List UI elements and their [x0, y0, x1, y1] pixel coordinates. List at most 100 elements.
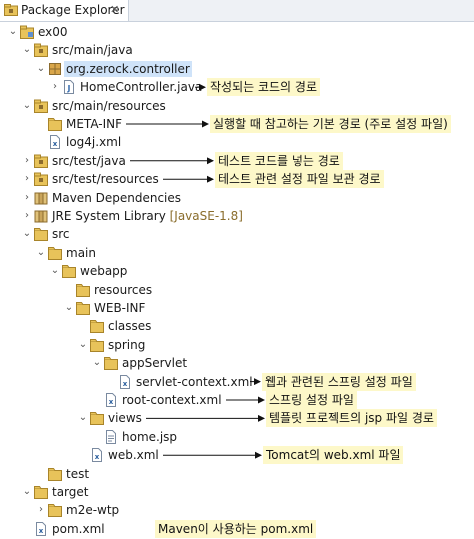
xml-file-icon: x	[118, 374, 132, 389]
folder-icon	[34, 485, 48, 499]
tree-item-label: appServlet	[122, 356, 188, 371]
tree-item-label: webapp	[80, 264, 128, 279]
tree-item-label: ex00	[38, 25, 68, 39]
chevron-right-icon[interactable]: ›	[25, 191, 29, 203]
tree-item-label: root-context.xml	[122, 393, 222, 407]
svg-text:x: x	[39, 527, 44, 535]
tab-title: Package Explorer	[21, 3, 125, 17]
source-folder-icon	[34, 154, 48, 168]
chevron-down-icon[interactable]: ⌄	[36, 62, 46, 74]
chevron-down-icon[interactable]: ⌄	[22, 44, 32, 56]
tree-item[interactable]: ⌄src/main/java	[0, 41, 474, 59]
tree-item[interactable]: ⌄ main	[0, 244, 474, 262]
tab-package-explorer[interactable]: Package Explorer ✕	[0, 0, 129, 21]
tree-item-label: classes	[108, 319, 152, 334]
chevron-down-icon[interactable]: ⌄	[64, 302, 74, 313]
tree-item[interactable]: ⌄ appServlet	[0, 354, 474, 372]
tree-item-label: test	[66, 466, 90, 481]
folder-icon	[90, 411, 104, 426]
chevron-down-icon[interactable]: ⌄	[78, 338, 88, 350]
chevron-down-icon[interactable]: ⌄	[8, 26, 18, 37]
tree-item[interactable]: ⌄org.zerock.controller	[0, 60, 474, 78]
tree-item[interactable]: test	[0, 465, 474, 483]
chevron-down-icon[interactable]: ⌄	[92, 357, 102, 369]
annotation-note: Tomcat의 web.xml 파일	[263, 446, 404, 465]
tree-item[interactable]: META-INF	[0, 115, 474, 133]
svg-text:x: x	[95, 453, 100, 461]
tree-item-label: main	[66, 245, 96, 260]
svg-text:J: J	[67, 84, 71, 93]
tree-item[interactable]: classes	[0, 317, 474, 335]
tree-item[interactable]: x servlet-context.xml	[0, 373, 474, 391]
chevron-right-icon[interactable]: ›	[25, 173, 29, 185]
annotation-note: 테스트 관련 설정 파일 보관 경로	[215, 170, 384, 189]
tree-item-label: m2e-wtp	[66, 503, 120, 518]
svg-text:x: x	[123, 380, 128, 388]
chevron-down-icon[interactable]: ⌄	[36, 246, 46, 258]
annotation-note: 테스트 코드를 넣는 경로	[215, 151, 343, 170]
svg-text:x: x	[109, 398, 114, 406]
tree-item[interactable]: ⌄target	[0, 483, 474, 501]
jsp-file-icon	[104, 429, 118, 444]
tree-item-label: views	[108, 411, 142, 426]
folder-icon	[48, 117, 62, 131]
xml-file-icon: x	[104, 393, 118, 407]
tree-item-label: home.jsp	[122, 429, 178, 444]
chevron-down-icon[interactable]: ⌄	[22, 99, 32, 111]
folder-icon	[76, 301, 90, 315]
folder-icon	[48, 467, 62, 481]
tree-item[interactable]: resources	[0, 281, 474, 299]
tree-item[interactable]: ⌄ src/main/resources	[0, 97, 474, 115]
tree-item[interactable]: › m2e-wtp	[0, 501, 474, 519]
tree-item[interactable]: ⌄ views	[0, 409, 474, 427]
chevron-right-icon[interactable]: ›	[25, 210, 29, 221]
tree-item[interactable]: ›Maven Dependencies	[0, 189, 474, 207]
library-icon	[34, 191, 48, 205]
tree-item[interactable]: ⌄src	[0, 225, 474, 243]
folder-icon	[48, 503, 62, 518]
chevron-down-icon[interactable]: ⌄	[78, 412, 88, 424]
annotation-note: Maven이 사용하는 pom.xml	[155, 519, 317, 538]
tree-item[interactable]: ⌄ webapp	[0, 262, 474, 280]
tree-item[interactable]: ⌄ spring	[0, 336, 474, 354]
folder-icon	[62, 264, 76, 279]
source-folder-icon	[34, 172, 48, 187]
tree-item-label: servlet-context.xml	[136, 374, 253, 389]
tree-item[interactable]: ⌄ ex00	[0, 23, 474, 41]
chevron-down-icon[interactable]: ⌄	[22, 486, 32, 497]
tree-item[interactable]: ›src/test/resources	[0, 170, 474, 188]
project-icon	[20, 25, 34, 39]
annotation-note: 작성되는 코드의 경로	[207, 78, 320, 97]
tree-item[interactable]: home.jsp	[0, 428, 474, 446]
package-explorer-icon	[4, 4, 18, 16]
folder-icon	[76, 283, 90, 297]
tree-item-label: src/main/resources	[52, 98, 166, 113]
package-icon	[48, 62, 62, 76]
tree-item[interactable]: ⌄WEB-INF	[0, 299, 474, 317]
chevron-right-icon[interactable]: ›	[39, 504, 43, 516]
chevron-down-icon[interactable]: ⌄	[22, 228, 32, 240]
chevron-right-icon[interactable]: ›	[25, 154, 29, 166]
folder-icon	[90, 319, 104, 334]
tree-item-decoration: [JavaSE-1.8]	[165, 209, 243, 223]
source-folder-icon	[34, 43, 48, 58]
tree-item-label: spring	[108, 337, 146, 352]
tree-item[interactable]: › JRE System Library [JavaSE-1.8]	[0, 207, 474, 225]
chevron-down-icon[interactable]: ⌄	[50, 265, 60, 277]
folder-icon	[48, 246, 62, 260]
tree-item[interactable]: x root-context.xml	[0, 391, 474, 409]
svg-text:x: x	[53, 140, 58, 148]
folder-icon	[104, 356, 118, 371]
chevron-right-icon[interactable]: ›	[53, 81, 57, 93]
folder-icon	[90, 338, 104, 352]
tree-item[interactable]: ›src/test/java	[0, 152, 474, 170]
close-icon[interactable]: ✕	[110, 3, 120, 16]
tree-item-label: JRE System Library [JavaSE-1.8]	[52, 209, 243, 223]
java-file-icon: J	[62, 80, 76, 95]
view-tab-bar: Package Explorer ✕	[0, 0, 474, 22]
xml-file-icon: x	[48, 135, 62, 150]
